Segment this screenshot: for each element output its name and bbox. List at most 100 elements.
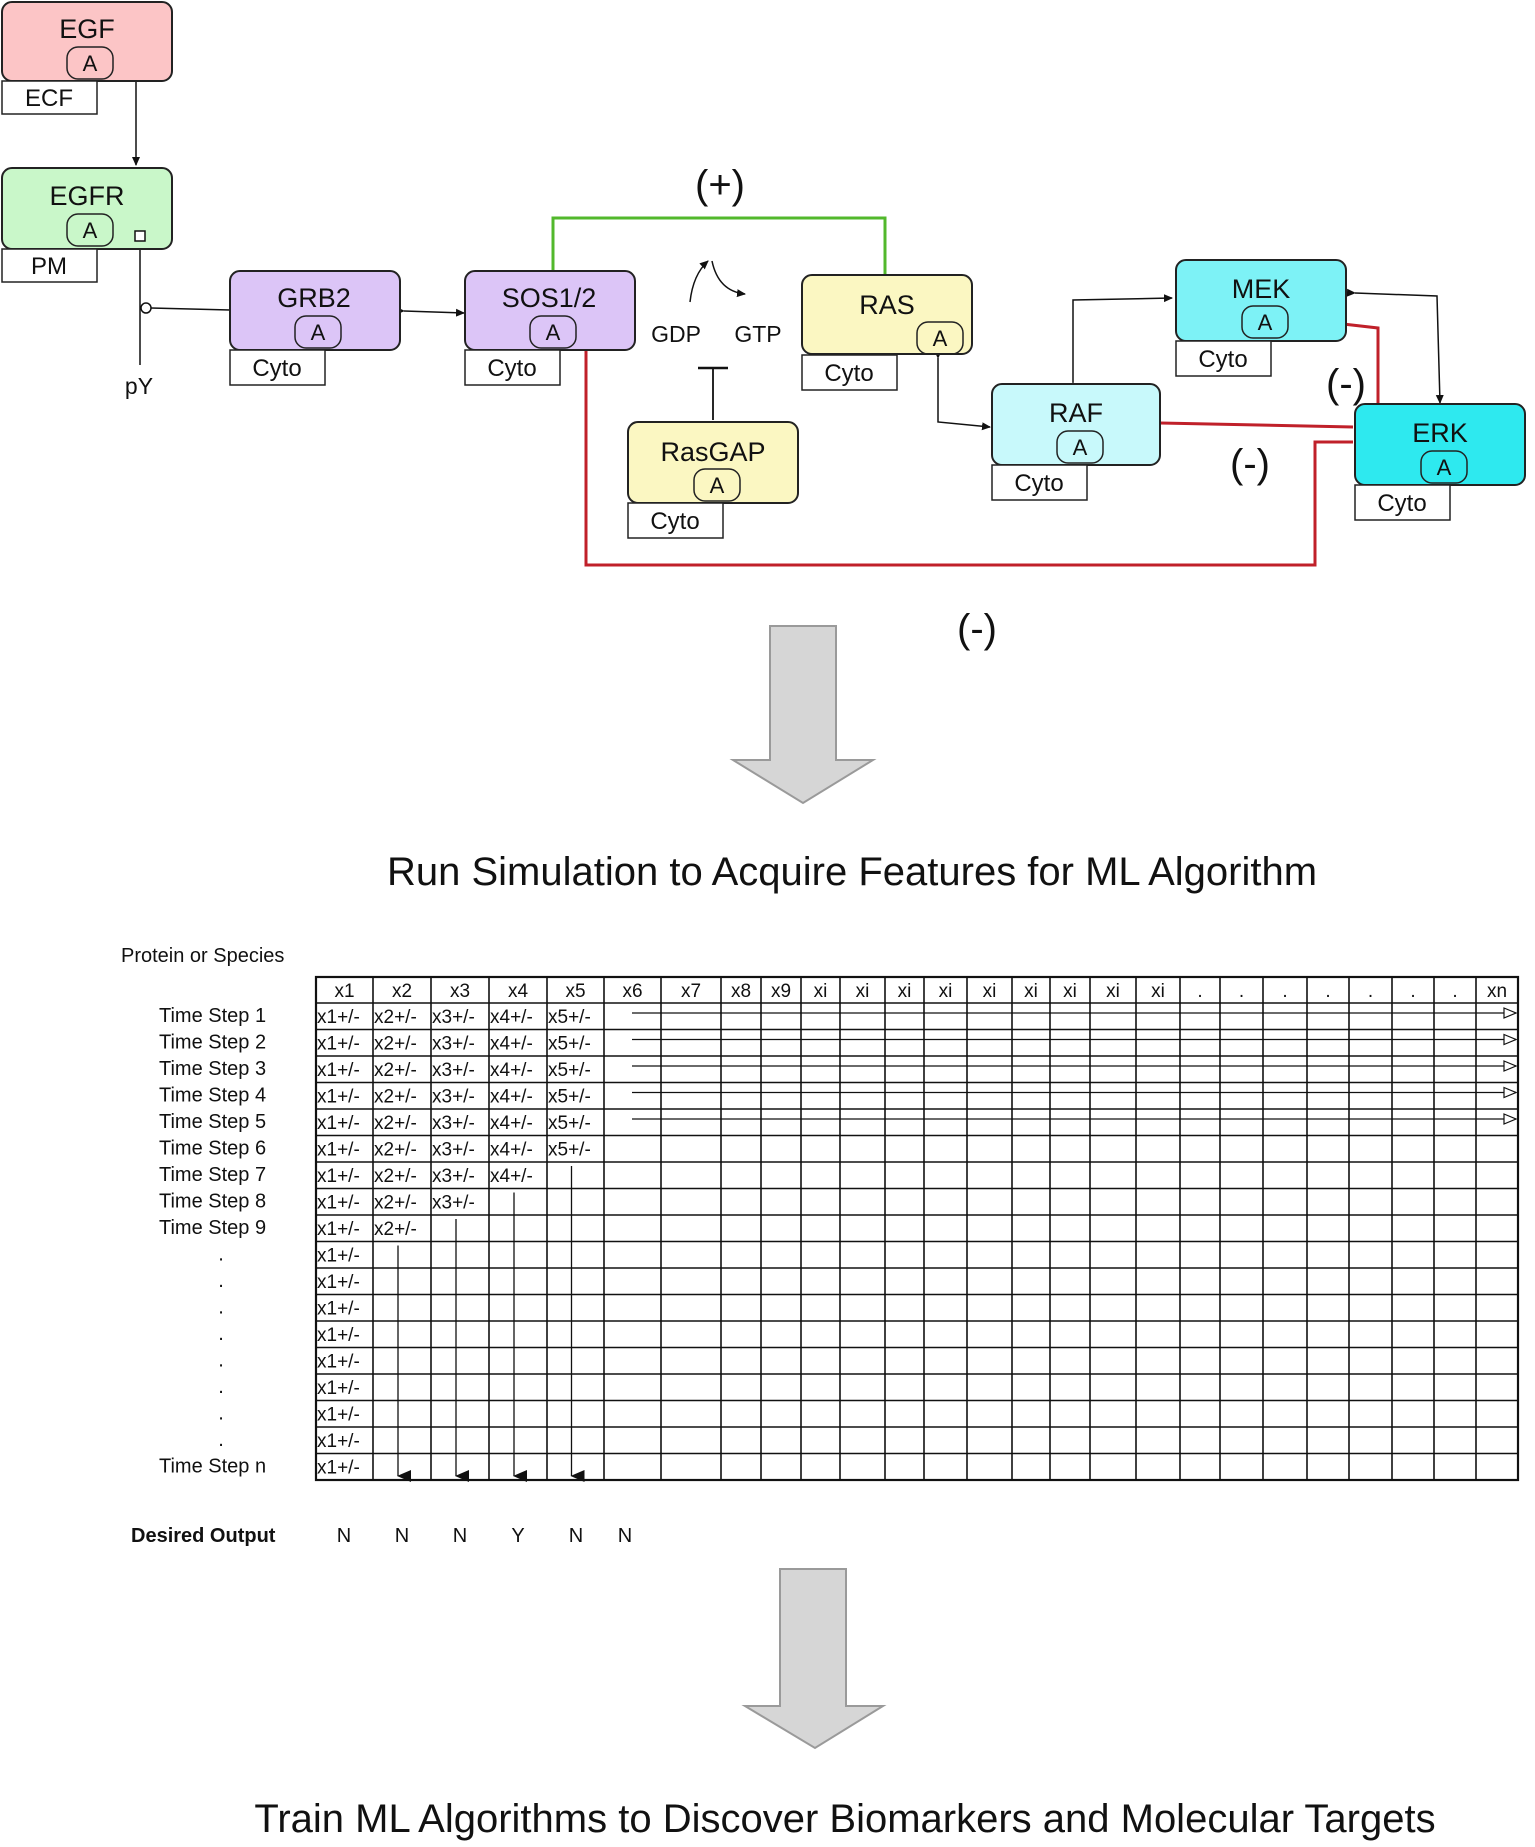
label-positive-feedback: (+) <box>695 163 745 207</box>
flow-arrow-2 <box>741 1568 887 1750</box>
time-step-label: . <box>218 1297 224 1319</box>
edge-gdp-gtp-in <box>689 260 709 303</box>
node-raf: RAF A Cyto <box>991 383 1161 501</box>
time-step-label: . <box>218 1429 224 1451</box>
node-erk-badge-text: A <box>1437 455 1452 480</box>
matrix-cell: x4+/- <box>490 1113 533 1134</box>
node-egf-badge <box>66 46 114 80</box>
matrix-cell: x3+/- <box>432 1193 475 1214</box>
step-simulation-title: Run Simulation to Acquire Features for M… <box>387 850 1317 894</box>
matrix-column-header: xi <box>1106 981 1120 1002</box>
matrix-cell: x4+/- <box>490 1007 533 1028</box>
matrix-cell: x4+/- <box>490 1140 533 1161</box>
node-raf-badge <box>1056 430 1104 464</box>
node-erk-badge <box>1420 450 1468 484</box>
matrix-cell: x2+/- <box>374 1034 417 1055</box>
node-sos-badge <box>529 315 577 349</box>
matrix-cell: x1+/- <box>317 1405 360 1426</box>
edge-erk-mek-negative <box>1342 322 1380 405</box>
matrix-cell: x3+/- <box>432 1007 475 1028</box>
matrix-column-header: x5 <box>565 981 585 1002</box>
time-step-label: Time Step 1 <box>159 1005 266 1027</box>
node-mek-location-box <box>1175 340 1272 377</box>
matrix-cell: x5+/- <box>548 1034 591 1055</box>
matrix-column-header: . <box>1325 981 1330 1002</box>
label-negative-erk-sos: (-) <box>957 607 997 651</box>
node-rasgap-location-box <box>627 502 724 539</box>
label-negative-erk-mek: (-) <box>1326 362 1366 406</box>
matrix-cell: x2+/- <box>374 1007 417 1028</box>
matrix-cell: x4+/- <box>490 1060 533 1081</box>
node-grb2-location: Cyto <box>252 355 301 382</box>
node-sos-badge-text: A <box>546 320 561 345</box>
matrix-cell: x4+/- <box>490 1166 533 1187</box>
node-grb2: GRB2 A Cyto <box>229 270 401 386</box>
time-step-label: . <box>218 1403 224 1425</box>
node-rasgap-label: RasGAP <box>660 437 765 467</box>
edge-erk-sos-negative <box>584 347 1353 567</box>
time-step-label: Time Step 3 <box>159 1058 266 1080</box>
node-sos-location: Cyto <box>487 355 536 382</box>
desired-output-value: N <box>453 1525 467 1547</box>
flow-arrow-1 <box>729 625 877 805</box>
desired-output-value: N <box>569 1525 583 1547</box>
time-step-label: Time Step 5 <box>159 1111 266 1133</box>
matrix-cell: x1+/- <box>317 1166 360 1187</box>
time-step-label: . <box>218 1376 224 1398</box>
matrix-column-header: xi <box>814 981 828 1002</box>
matrix-column-header: xi <box>1063 981 1077 1002</box>
table-species-header: Protein or Species <box>121 945 284 967</box>
edge-grb2-sos <box>395 306 465 317</box>
node-ras-badge-text: A <box>933 326 948 351</box>
edge-mek-erk <box>1346 288 1444 404</box>
label-gtp: GTP <box>734 321 781 347</box>
time-step-label: Time Step 2 <box>159 1032 266 1054</box>
matrix-cell: x1+/- <box>317 1325 360 1346</box>
node-egfr-badge-text: A <box>83 218 98 243</box>
matrix-cell: x2+/- <box>374 1219 417 1240</box>
matrix-column-header: xi <box>1151 981 1165 1002</box>
matrix-cell: x1+/- <box>317 1299 360 1320</box>
matrix-cell: x3+/- <box>432 1087 475 1108</box>
edge-ras-raf <box>934 350 991 431</box>
node-sos-label: SOS1/2 <box>502 283 597 313</box>
node-rasgap-badge <box>693 468 741 502</box>
node-grb2-label: GRB2 <box>277 283 351 313</box>
time-step-label: Time Step 4 <box>159 1085 266 1107</box>
node-egfr-location-box <box>1 248 98 283</box>
node-raf-location-box <box>991 464 1088 501</box>
matrix-column-header: x2 <box>392 981 412 1002</box>
matrix-column-header: xi <box>898 981 912 1002</box>
node-egf-label: EGF <box>59 14 115 44</box>
matrix-column-header: . <box>1368 981 1373 1002</box>
matrix-cell: x1+/- <box>317 1246 360 1267</box>
matrix-cell: x2+/- <box>374 1140 417 1161</box>
matrix-cell: x1+/- <box>317 1087 360 1108</box>
matrix-column-header: x4 <box>508 981 529 1002</box>
matrix-column-header: x1 <box>334 981 354 1002</box>
matrix-cell: x5+/- <box>548 1060 591 1081</box>
egfr-site-square-top <box>134 230 146 242</box>
pathway-edges <box>132 74 1444 567</box>
matrix-column-header: . <box>1410 981 1415 1002</box>
node-erk-location: Cyto <box>1377 490 1426 517</box>
edge-gdp-gtp-out <box>711 260 746 298</box>
node-sos-location-box <box>464 349 561 386</box>
node-ras-label: RAS <box>859 290 915 320</box>
matrix-cell: x3+/- <box>432 1060 475 1081</box>
node-rasgap-badge-text: A <box>710 473 725 498</box>
edge-erk-raf-negative <box>1159 421 1354 429</box>
time-step-label: Time Step n <box>159 1456 266 1478</box>
matrix-column-header: xi <box>856 981 870 1002</box>
matrix-cell: x2+/- <box>374 1113 417 1134</box>
node-egfr-badge <box>66 213 114 247</box>
matrix-column-header: . <box>1282 981 1287 1002</box>
matrix-cell: x3+/- <box>432 1034 475 1055</box>
matrix-cell: x1+/- <box>317 1060 360 1081</box>
time-step-label: Time Step 8 <box>159 1191 266 1213</box>
time-step-label: . <box>218 1270 224 1292</box>
matrix-column-header: xi <box>939 981 953 1002</box>
edge-raf-mek <box>1069 294 1173 390</box>
